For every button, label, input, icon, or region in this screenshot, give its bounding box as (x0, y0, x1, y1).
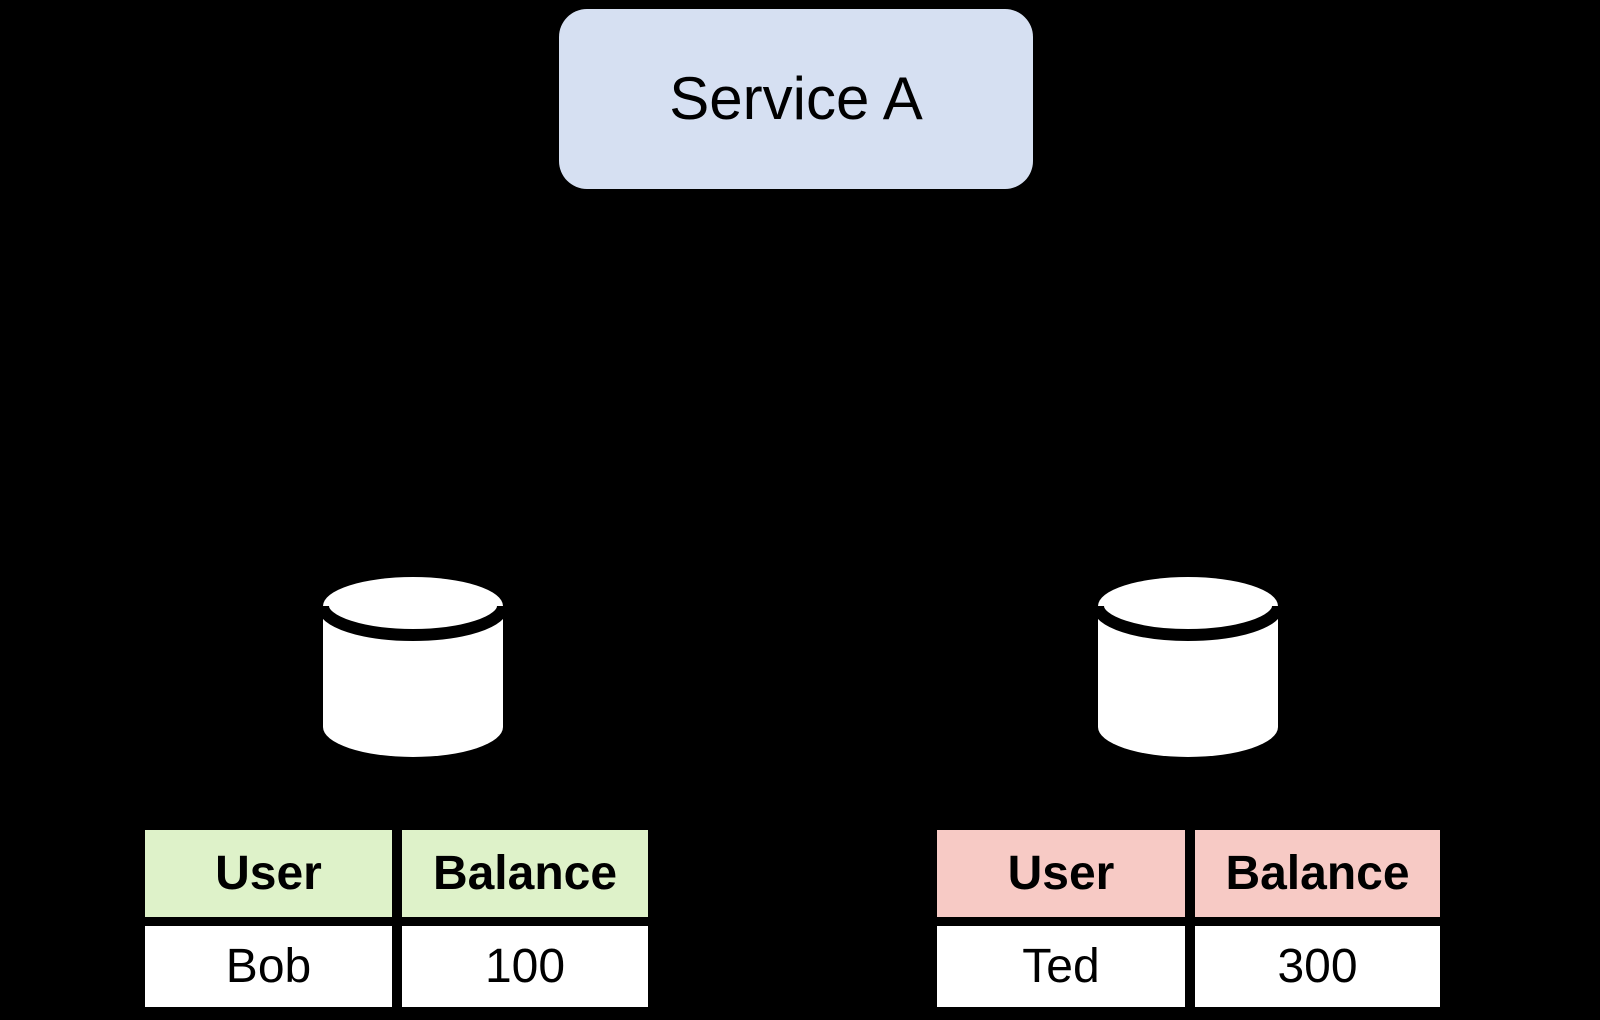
table-left: User Balance Bob 100 (145, 830, 648, 1007)
database-icon-left (320, 577, 506, 757)
table-left-cell-user: Bob (145, 926, 392, 1007)
table-left-cell-balance: 100 (402, 926, 648, 1007)
service-a-node: Service A (559, 9, 1033, 189)
table-right-cell-user: Ted (937, 926, 1185, 1007)
database-cylinder-rim (320, 605, 506, 641)
database-cylinder-rim (1095, 605, 1281, 641)
table-right-header-balance: Balance (1195, 830, 1440, 917)
table-right-header-user: User (937, 830, 1185, 917)
service-a-label: Service A (669, 65, 923, 132)
table-right-cell-balance: 300 (1195, 926, 1440, 1007)
database-cylinder-body (1098, 577, 1278, 757)
table-right: User Balance Ted 300 (937, 830, 1440, 1007)
database-cylinder-body (323, 577, 503, 757)
table-left-header-balance: Balance (402, 830, 648, 917)
database-icon-right (1095, 577, 1281, 757)
table-left-header-user: User (145, 830, 392, 917)
